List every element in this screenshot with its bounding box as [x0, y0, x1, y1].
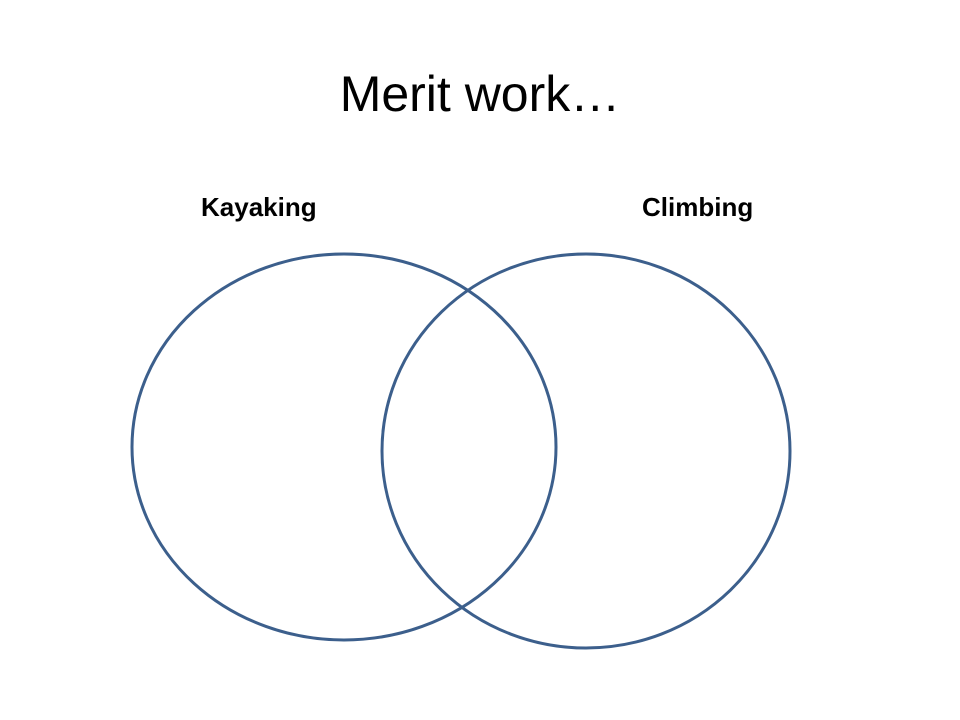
- set-label-climbing: Climbing: [642, 192, 754, 222]
- venn-circle-climbing: [380, 252, 792, 650]
- venn-circle-kayaking: [130, 252, 558, 642]
- slide-title: Merit work…: [339, 66, 621, 122]
- set-label-kayaking: Kayaking: [201, 192, 317, 222]
